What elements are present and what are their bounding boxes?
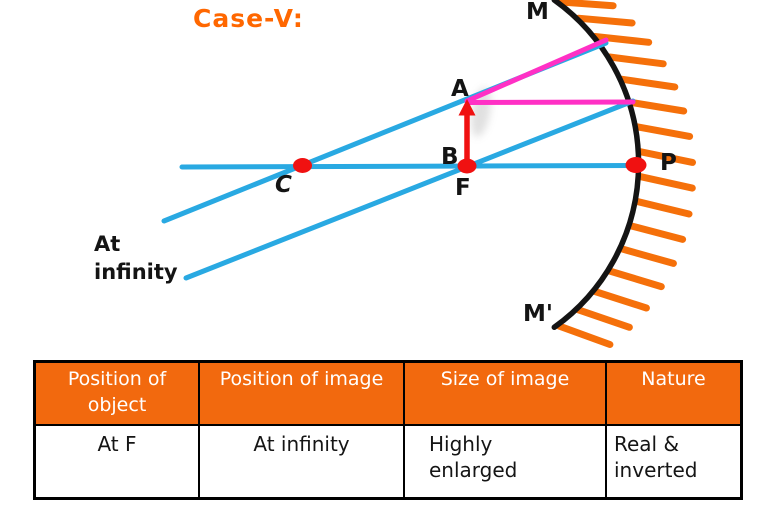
incident-ray-slanted	[464, 37, 609, 104]
label-center-of-curvature: C	[275, 172, 292, 198]
header-position-of-object: Position of object	[36, 363, 200, 424]
summary-table: Position of object Position of image Siz…	[33, 360, 743, 500]
mirror-hatching-icon	[555, 0, 696, 348]
incident-ray-parallel	[465, 99, 636, 105]
cell-size-of-image: Highly enlarged	[405, 426, 607, 498]
principal-axis-ray	[179, 163, 640, 170]
label-mirror-bottom: M'	[523, 301, 553, 327]
concave-mirror-ray-diagram	[161, 0, 696, 348]
pole-dot	[625, 157, 647, 173]
cell-nature: Real & inverted	[614, 432, 698, 482]
header-position-of-image: Position of image	[200, 363, 405, 424]
table-header-row: Position of object Position of image Siz…	[36, 363, 740, 426]
label-object-base: B	[441, 144, 459, 170]
object-arrow-icon	[458, 99, 476, 167]
header-nature: Nature	[641, 368, 706, 390]
cell-position-of-image: At infinity	[200, 426, 405, 498]
label-focus: F	[455, 175, 471, 201]
focus-dot	[457, 158, 477, 174]
case-title: Case-V:	[193, 4, 304, 33]
reflected-ray-lower	[183, 98, 636, 281]
label-pole: P	[660, 150, 677, 176]
label-at-infinity: At infinity	[94, 232, 178, 284]
cell-position-of-object: At F	[36, 426, 200, 498]
center-of-curvature-dot	[293, 158, 312, 173]
label-object-top: A	[451, 76, 469, 102]
table-data-row: At F At infinity Highly enlarged Real & …	[36, 426, 740, 498]
header-size-of-image: Size of image	[405, 363, 607, 424]
label-mirror-top: M	[526, 0, 549, 25]
